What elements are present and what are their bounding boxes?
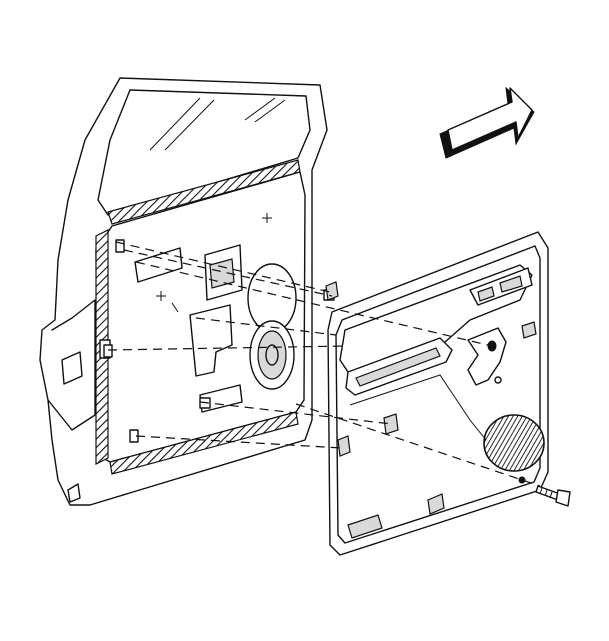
door-clip-hole-2 (103, 344, 113, 358)
leader-line-4 (107, 345, 347, 351)
window-glass-reflection (149, 97, 286, 151)
view-direction-arrow (439, 86, 535, 159)
alignment-mark-1 (262, 213, 272, 223)
lower-trim-contour (349, 374, 487, 441)
trim-panel-inner-edge (335, 245, 541, 544)
leader-line-7 (295, 403, 541, 487)
switch-button-2 (499, 275, 523, 293)
trim-screw-hole (518, 476, 526, 484)
trim-clip-upper-right (521, 321, 537, 339)
switch-button-1 (477, 286, 495, 302)
alignment-mark-3 (171, 302, 179, 313)
door-shell (39, 77, 335, 506)
leader-line-8 (195, 317, 337, 336)
leader-line-3 (135, 261, 493, 347)
alignment-leaders (107, 241, 541, 487)
screw-head (555, 489, 571, 507)
leader-line-2 (123, 249, 333, 297)
trim-retainer-2 (383, 413, 399, 435)
leader-line-1 (115, 241, 331, 293)
leader-line-5 (199, 401, 393, 425)
door-trim-panel (325, 231, 549, 556)
door-clip-hole-1 (115, 239, 125, 253)
door-speaker-cone (257, 330, 287, 380)
screw-threads (539, 487, 553, 499)
trim-retainer-4 (427, 493, 445, 515)
trim-retainer-3 (337, 435, 351, 457)
panel-cutout-lower (189, 304, 233, 377)
trim-retainer-5 (347, 514, 383, 539)
speaker-grille (483, 414, 545, 472)
leader-line-6 (135, 435, 343, 449)
hinge-side-pillar (47, 299, 96, 431)
alignment-mark-2 (156, 291, 166, 301)
door-pull-handle-cup (355, 347, 441, 387)
arrow-front (447, 87, 533, 151)
trim-retainer-1 (325, 281, 339, 301)
door-check-bracket (61, 351, 83, 385)
panel-cutout-upper (134, 247, 183, 283)
trim-panel-screw (535, 485, 571, 507)
lower-hinge-detail (67, 483, 81, 503)
bottom-weatherstrip (109, 411, 299, 475)
door-speaker-dust-cap (265, 344, 279, 366)
trim-panel-hole (494, 376, 502, 384)
